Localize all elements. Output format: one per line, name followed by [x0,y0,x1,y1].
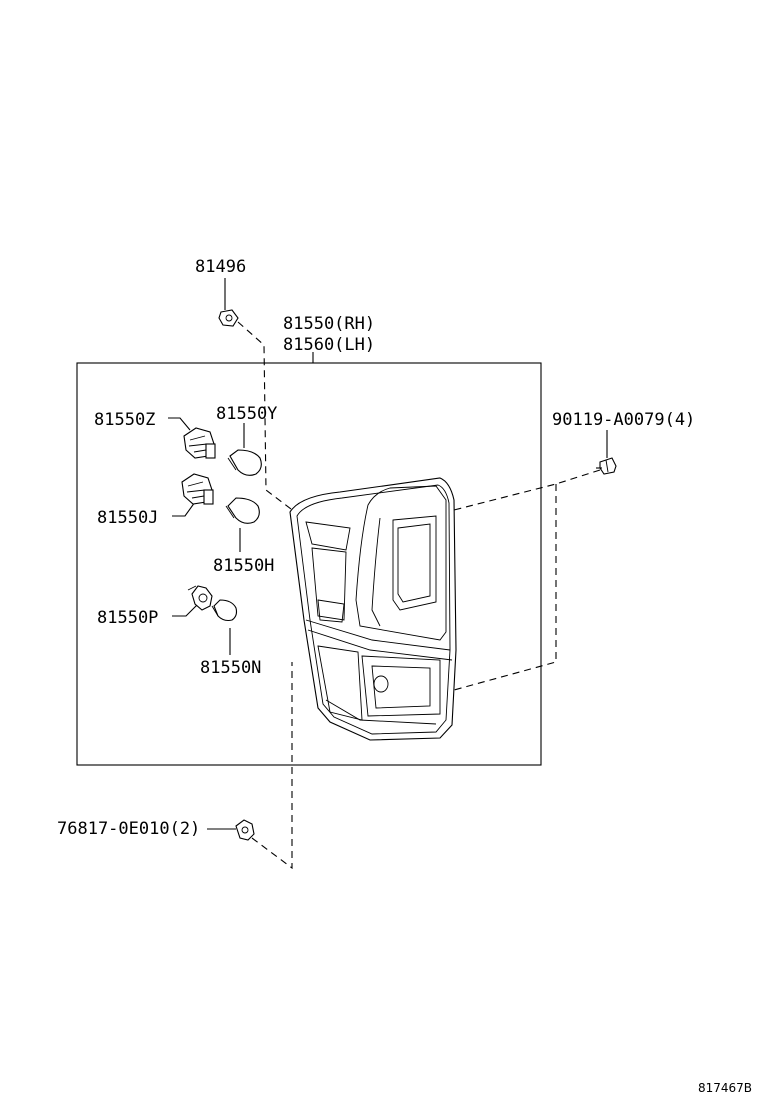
bulb-81550h-icon [225,497,260,524]
socket-81550p-icon [187,585,213,611]
bulb-81550y-icon [227,449,262,476]
bulb-81550n-icon [211,599,238,622]
socket-81550j-icon [181,473,214,505]
diagram-id: 817467B [698,1081,752,1095]
label-81550p[interactable]: 81550P [97,608,158,628]
label-81550n[interactable]: 81550N [200,658,261,678]
clip-81496-icon [218,309,239,327]
label-76817[interactable]: 76817-0E010(2) [57,819,200,839]
nut-76817-icon [235,819,255,841]
label-90119[interactable]: 90119-A0079(4) [552,410,695,430]
tail-lamp-assembly-icon [289,477,457,741]
screw-90119-icon [596,457,617,475]
label-81550y[interactable]: 81550Y [216,404,277,424]
socket-81550z-icon [183,427,216,459]
assembly-frame [76,362,542,766]
label-81496[interactable]: 81496 [195,257,246,277]
label-81550z[interactable]: 81550Z [94,410,155,430]
label-81550h[interactable]: 81550H [213,556,274,576]
label-81560-lh[interactable]: 81560(LH) [283,335,375,355]
label-81550-rh[interactable]: 81550(RH) [283,314,375,334]
label-81550j[interactable]: 81550J [97,508,158,528]
